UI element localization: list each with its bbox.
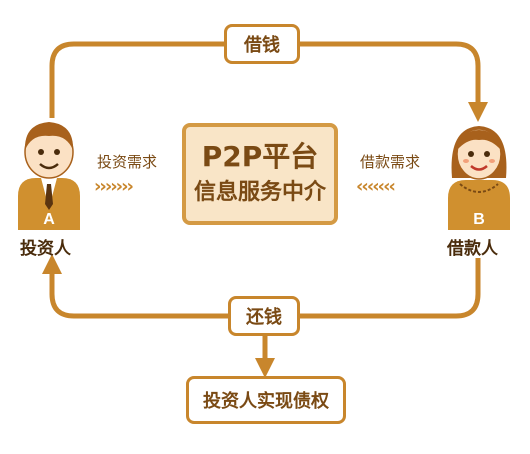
platform-subtitle: 信息服务中介 <box>193 180 326 205</box>
chevron-left-arrows: ‹‹‹‹‹‹‹ <box>356 176 396 197</box>
repay-label: 还钱 <box>246 307 282 328</box>
platform-box: P2P平台 信息服务中介 <box>182 123 338 225</box>
investor-name: 投资人 <box>20 239 71 259</box>
borrower-name: 借款人 <box>447 239 498 259</box>
investor-avatar: A <box>18 122 80 230</box>
borrow-label: 借钱 <box>244 35 280 56</box>
platform-title: P2P平台 <box>201 140 319 173</box>
loan-demand-label: 借款需求 <box>360 153 421 171</box>
repay-label-box: 还钱 <box>228 296 300 336</box>
investment-demand-label: 投资需求 <box>97 153 158 171</box>
result-label: 投资人实现债权 <box>203 391 329 412</box>
result-box: 投资人实现债权 <box>186 376 346 424</box>
borrower-avatar: B <box>448 126 510 230</box>
investor-badge: A <box>43 211 55 228</box>
chevron-right-arrows: ››››››› <box>94 176 134 197</box>
borrow-label-box: 借钱 <box>224 24 300 64</box>
borrower-badge: B <box>473 211 485 228</box>
